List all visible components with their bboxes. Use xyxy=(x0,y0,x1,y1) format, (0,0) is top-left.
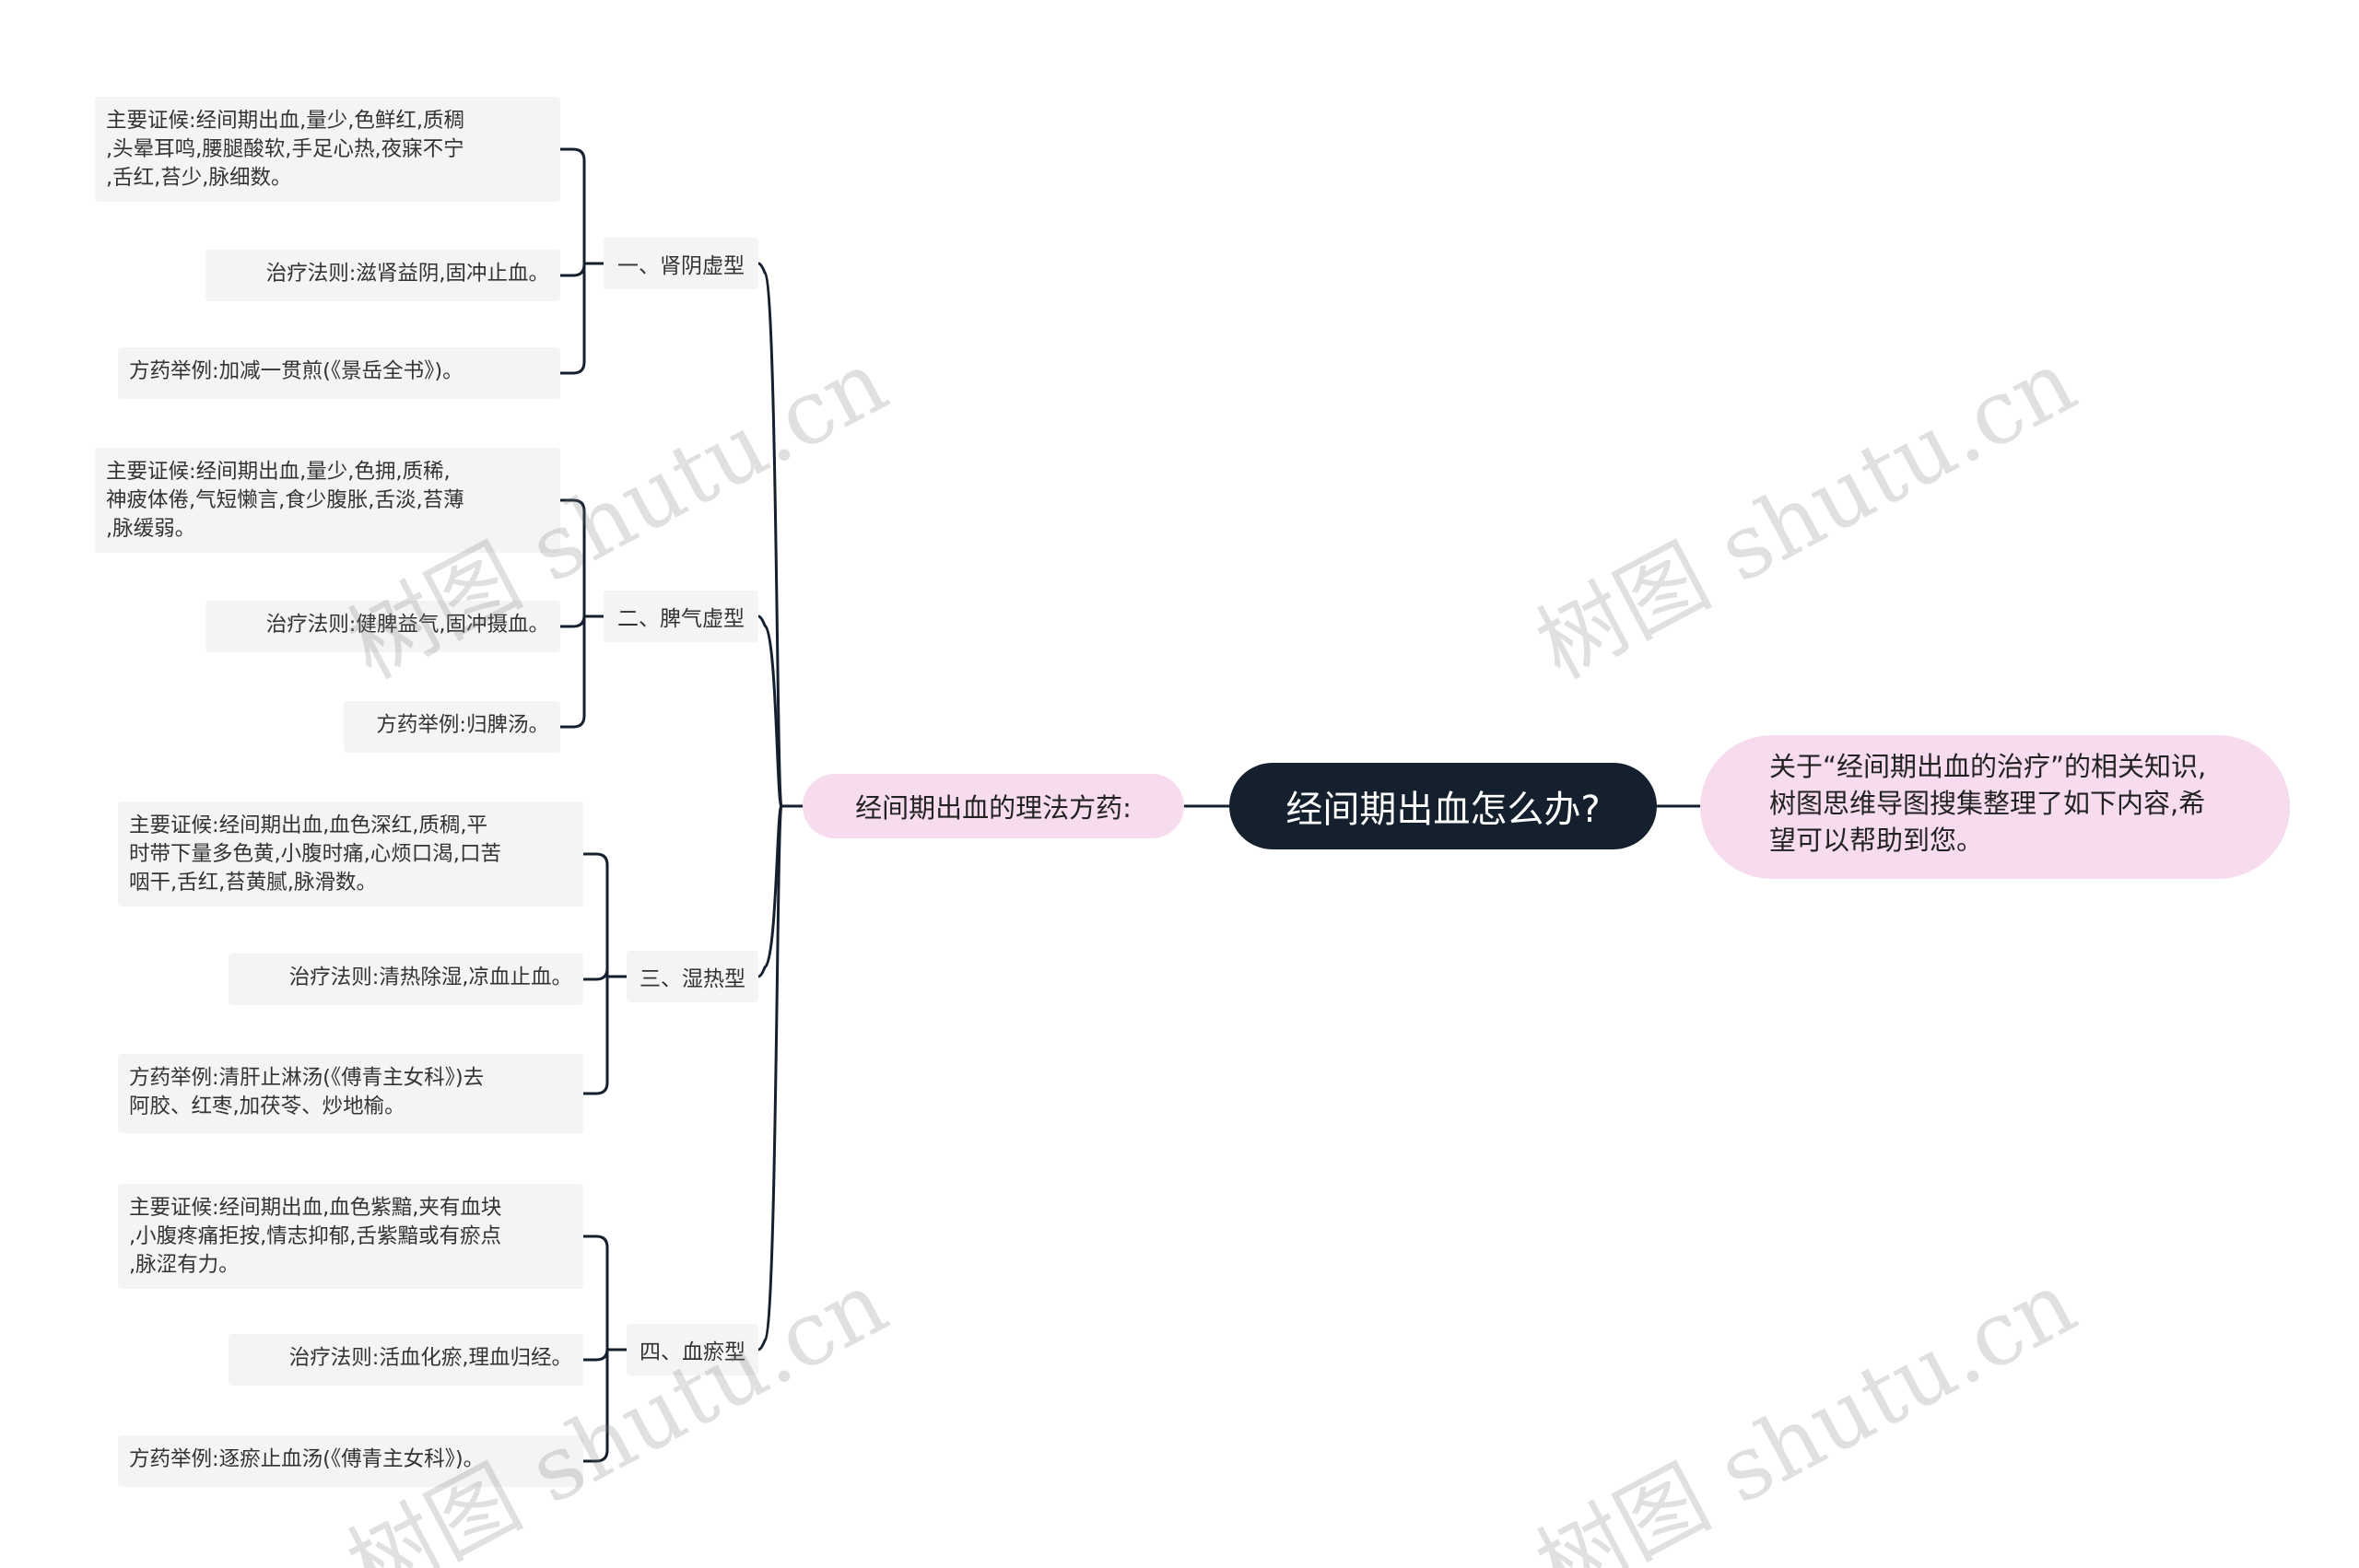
category-to-leaf-line xyxy=(558,262,586,375)
category-to-leaf-line xyxy=(581,1348,609,1463)
category-node-spleen-qi[interactable]: 二、脾气虚型 xyxy=(604,591,758,642)
leaf-formula[interactable]: 方药举例:逐瘀止血汤(《傅青主女科》)。 xyxy=(118,1435,583,1487)
leaf-formula[interactable]: 方药举例:清肝止淋汤(《傅青主女科》)去 阿胶、红枣,加茯苓、炒地榆。 xyxy=(118,1054,583,1133)
leaf-symptoms[interactable]: 主要证候:经间期出血,量少,色拥,质稀, 神疲体倦,气短懒言,食少腹胀,舌淡,苔… xyxy=(95,448,560,553)
category-to-leaf-line xyxy=(581,975,609,1095)
category-to-leaf-line xyxy=(558,262,586,277)
category-to-leaf-line xyxy=(581,1235,609,1352)
leaf-treatment[interactable]: 治疗法则:清热除湿,凉血止血。 xyxy=(229,954,583,1005)
branch-to-category-line xyxy=(757,804,783,1352)
leaf-symptoms[interactable]: 主要证候:经间期出血,量少,色鲜红,质稠 ,头晕耳鸣,腰腿酸软,手足心热,夜寐不… xyxy=(95,97,560,202)
branch-to-category-line xyxy=(757,614,783,808)
leaf-symptoms[interactable]: 主要证候:经间期出血,血色深红,质稠,平 时带下量多色黄,小腹时痛,心烦口渴,口… xyxy=(118,802,583,907)
leaf-treatment[interactable]: 治疗法则:健脾益气,固冲摄血。 xyxy=(205,601,560,652)
category-to-leaf-line xyxy=(558,498,586,618)
category-to-leaf-line xyxy=(581,1348,609,1362)
branch-node[interactable]: 经间期出血的理法方药: xyxy=(803,774,1184,838)
category-node-damp-heat[interactable]: 三、湿热型 xyxy=(627,951,758,1002)
intro-node[interactable]: 关于“经间期出血的治疗”的相关知识,树图思维导图搜集整理了如下内容,希望可以帮助… xyxy=(1700,735,2290,879)
branch-to-category-line xyxy=(757,262,783,808)
category-node-blood-stasis[interactable]: 四、血瘀型 xyxy=(627,1324,758,1375)
leaf-formula[interactable]: 方药举例:归脾汤。 xyxy=(344,701,560,753)
category-to-leaf-line xyxy=(558,614,586,628)
category-to-leaf-line xyxy=(581,852,609,978)
category-node-kidney-yin[interactable]: 一、肾阴虚型 xyxy=(604,238,758,289)
leaf-treatment[interactable]: 治疗法则:滋肾益阴,固冲止血。 xyxy=(205,250,560,301)
leaf-treatment[interactable]: 治疗法则:活血化瘀,理血归经。 xyxy=(229,1334,583,1386)
category-to-leaf-line xyxy=(558,147,586,265)
leaf-formula[interactable]: 方药举例:加减一贯煎(《景岳全书》)。 xyxy=(118,347,560,399)
leaf-symptoms[interactable]: 主要证候:经间期出血,血色紫黯,夹有血块 ,小腹疼痛拒按,情志抑郁,舌紫黯或有瘀… xyxy=(118,1184,583,1289)
root-node[interactable]: 经间期出血怎么办? xyxy=(1229,763,1657,849)
category-to-leaf-line xyxy=(581,967,609,981)
category-to-leaf-line xyxy=(558,614,586,729)
